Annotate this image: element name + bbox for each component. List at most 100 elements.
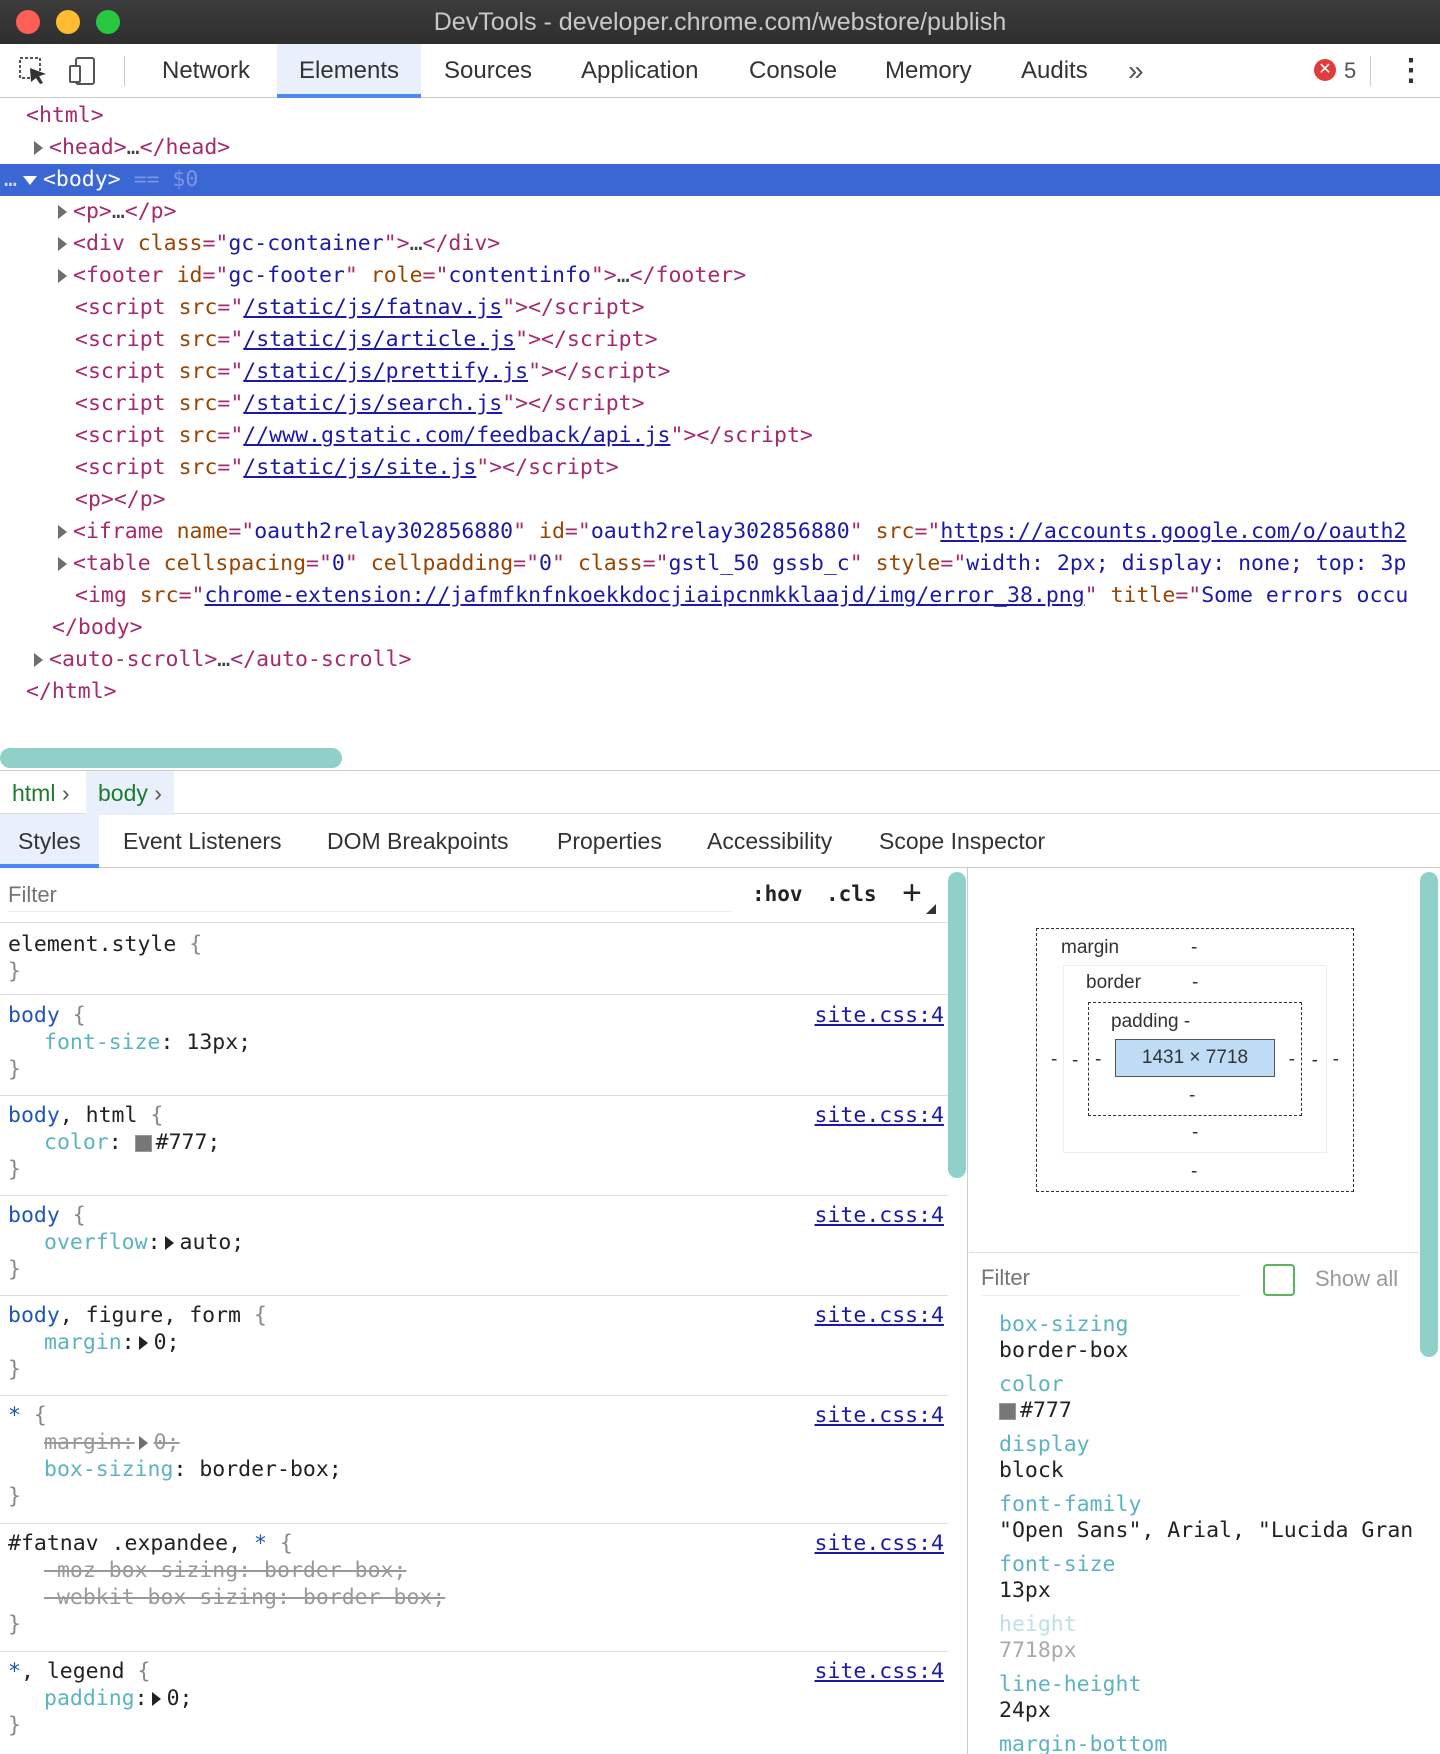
style-rule[interactable]: site.css:4 body { font-size: 13px; }	[0, 996, 948, 1096]
styles-filter-input[interactable]	[8, 878, 732, 912]
style-source-link[interactable]: site.css:4	[814, 1203, 944, 1228]
dom-node-body-close[interactable]: </body>	[52, 615, 143, 640]
dom-node-auto-scroll[interactable]: <auto-scroll>…</auto-scroll>	[0, 644, 1440, 676]
margin-top-value[interactable]: -	[1191, 937, 1198, 958]
box-model-border[interactable]: border - - - - padding - - - - 1431 × 77…	[1063, 965, 1327, 1153]
border-bottom-value[interactable]: -	[1192, 1122, 1199, 1143]
border-top-value[interactable]: -	[1192, 972, 1199, 993]
sidebar-tabs: Styles Event Listeners DOM Breakpoints P…	[0, 814, 1440, 868]
dom-node-script[interactable]: <script src="/static/js/site.js"></scrip…	[75, 455, 619, 480]
tab-elements[interactable]: Elements	[277, 44, 422, 98]
dom-node-p[interactable]: <p></p>	[75, 487, 166, 512]
style-source-link[interactable]: site.css:4	[814, 1103, 944, 1128]
dom-node-iframe[interactable]: <iframe name="oauth2relay302856880" id="…	[0, 516, 1440, 548]
style-rule[interactable]: site.css:4 *, legend { padding:0; }	[8, 1659, 944, 1738]
computed-property[interactable]: font-family"Open Sans", Arial, "Lucida G…	[999, 1492, 1414, 1543]
dom-node-div[interactable]: <div class="gc-container">…</div>	[0, 228, 1440, 260]
tab-accessibility[interactable]: Accessibility	[707, 828, 833, 854]
show-all-checkbox[interactable]	[1263, 1264, 1295, 1296]
inspect-element-icon[interactable]	[16, 54, 50, 88]
dom-node-html-close[interactable]: </html>	[26, 679, 117, 704]
error-count[interactable]: 5	[1344, 58, 1357, 83]
padding-label: padding -	[1111, 1011, 1191, 1032]
computed-vertical-scrollbar[interactable]	[1420, 872, 1438, 1357]
style-source-link[interactable]: site.css:4	[814, 1531, 944, 1556]
dom-node-script[interactable]: <script src="/static/js/article.js"></sc…	[75, 327, 658, 352]
box-model-margin[interactable]: margin - - - - border - - - - padding - …	[1036, 928, 1354, 1192]
breadcrumb-body[interactable]: body ›	[86, 771, 174, 815]
tab-sources[interactable]: Sources	[444, 57, 533, 84]
more-tabs-icon[interactable]: »	[1128, 55, 1144, 86]
breadcrumb-html[interactable]: html ›	[12, 780, 70, 806]
dom-node-script[interactable]: <script src="/static/js/search.js"></scr…	[75, 391, 645, 416]
toolbar-divider	[1370, 56, 1371, 86]
dom-node-footer[interactable]: <footer id="gc-footer" role="contentinfo…	[0, 260, 1440, 292]
tab-audits[interactable]: Audits	[1021, 57, 1088, 84]
computed-pane: margin - - - - border - - - - padding - …	[969, 868, 1440, 1754]
styles-vertical-scrollbar[interactable]	[948, 872, 966, 1178]
style-source-link[interactable]: site.css:4	[814, 1659, 944, 1684]
dom-node-script[interactable]: <script src="/static/js/prettify.js"></s…	[75, 359, 671, 384]
dom-node-html[interactable]: <html>	[26, 103, 104, 128]
tab-scope-inspector[interactable]: Scope Inspector	[879, 828, 1046, 854]
new-style-rule-icon[interactable]: +	[902, 874, 922, 912]
tab-console[interactable]: Console	[749, 57, 838, 84]
minimize-window-button[interactable]	[56, 10, 80, 34]
margin-left-value[interactable]: -	[1051, 1049, 1058, 1070]
dom-node-body-selected[interactable]: …<body> == $0	[0, 164, 1440, 196]
window-titlebar: DevTools - developer.chrome.com/webstore…	[0, 0, 1440, 44]
style-source-link[interactable]: site.css:4	[814, 1003, 944, 1028]
dom-node-script[interactable]: <script src="//www.gstatic.com/feedback/…	[75, 423, 813, 448]
tab-styles[interactable]: Styles	[0, 814, 99, 868]
dom-node-table[interactable]: <table cellspacing="0" cellpadding="0" c…	[0, 548, 1440, 580]
computed-property[interactable]: color#777	[999, 1372, 1072, 1423]
hov-toggle[interactable]: :hov	[752, 882, 803, 906]
dom-node-script[interactable]: <script src="/static/js/fatnav.js"></scr…	[75, 295, 645, 320]
padding-left-value[interactable]: -	[1095, 1049, 1102, 1070]
expand-arrow-icon[interactable]	[34, 141, 43, 155]
computed-property[interactable]: margin-bottom	[999, 1732, 1168, 1754]
computed-filter-input[interactable]	[981, 1260, 1241, 1296]
style-rule[interactable]: site.css:4 * { margin:0; box-sizing: bor…	[0, 1396, 948, 1524]
tab-event-listeners[interactable]: Event Listeners	[123, 828, 282, 854]
dom-node-p[interactable]: <p>…</p>	[0, 196, 1440, 228]
style-rule[interactable]: site.css:4 #fatnav .expandee, * { -moz-b…	[0, 1524, 948, 1652]
show-all-label[interactable]: Show all	[1315, 1266, 1399, 1291]
more-options-icon[interactable]: ⋮	[1396, 54, 1426, 87]
tab-dom-breakpoints[interactable]: DOM Breakpoints	[327, 828, 509, 854]
style-rule[interactable]: site.css:4 body { overflow:auto; }	[0, 1196, 948, 1296]
padding-bottom-value[interactable]: -	[1189, 1085, 1196, 1106]
new-rule-menu-icon[interactable]	[926, 904, 936, 914]
style-source-link[interactable]: site.css:4	[814, 1303, 944, 1328]
device-toolbar-icon[interactable]	[66, 54, 100, 88]
style-rule[interactable]: site.css:4 body, figure, form { margin:0…	[0, 1296, 948, 1396]
style-rule[interactable]: site.css:4 body, html { color: #777; }	[0, 1096, 948, 1196]
tab-memory[interactable]: Memory	[885, 57, 972, 84]
tab-application[interactable]: Application	[581, 57, 699, 84]
border-right-value[interactable]: -	[1311, 1050, 1318, 1071]
color-swatch[interactable]	[134, 1134, 152, 1152]
padding-right-value[interactable]: -	[1288, 1049, 1295, 1070]
dom-node-img[interactable]: <img src="chrome-extension://jafmfknfnko…	[75, 583, 1409, 608]
margin-bottom-value[interactable]: -	[1191, 1161, 1198, 1182]
box-model-content[interactable]: 1431 × 7718	[1115, 1039, 1275, 1077]
dom-horizontal-scrollbar[interactable]	[0, 748, 342, 768]
tab-properties[interactable]: Properties	[557, 828, 662, 854]
style-source-link[interactable]: site.css:4	[814, 1403, 944, 1428]
style-rule-element[interactable]: element.style { }	[0, 925, 948, 995]
dom-node-head[interactable]: <head>…</head>	[0, 132, 1440, 164]
collapse-arrow-icon[interactable]	[22, 175, 37, 185]
zoom-window-button[interactable]	[96, 10, 120, 34]
margin-right-value[interactable]: -	[1332, 1049, 1339, 1070]
close-window-button[interactable]	[16, 10, 40, 34]
error-icon[interactable]: ✕	[1314, 59, 1336, 81]
box-model-padding[interactable]: padding - - - - 1431 × 7718	[1088, 1002, 1302, 1116]
tab-network[interactable]: Network	[162, 57, 251, 84]
border-left-value[interactable]: -	[1072, 1050, 1079, 1071]
cls-toggle[interactable]: .cls	[826, 882, 877, 906]
